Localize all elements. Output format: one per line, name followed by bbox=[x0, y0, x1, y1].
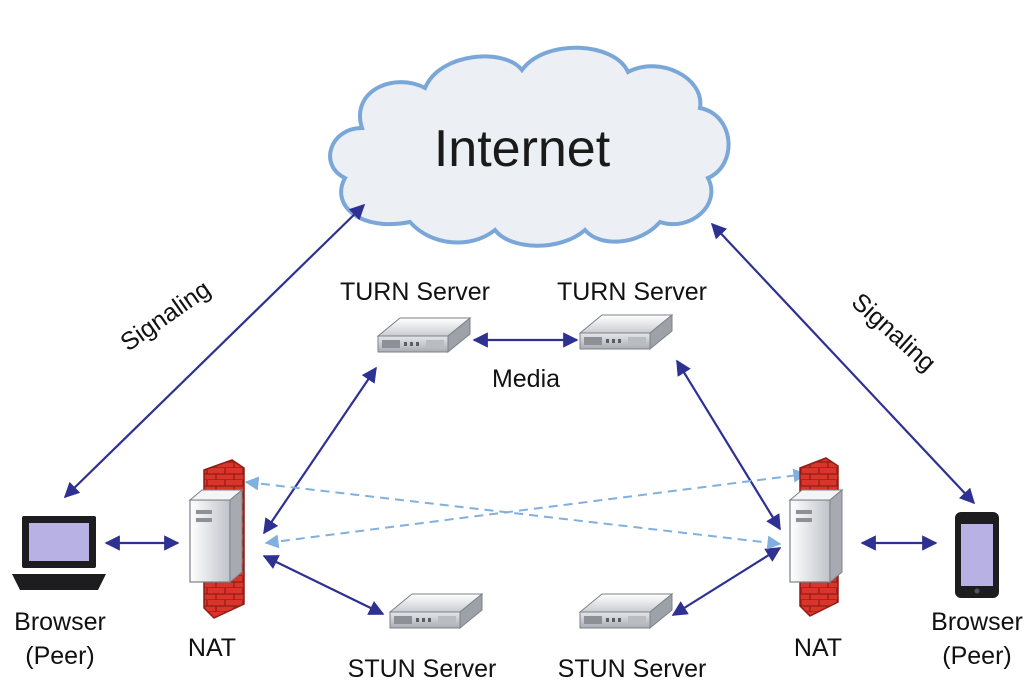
nat-left-icon bbox=[188, 459, 245, 619]
direct-path-arrow-2 bbox=[264, 468, 808, 549]
browser-left-label-line1: Browser bbox=[14, 608, 106, 636]
laptop-icon bbox=[12, 516, 106, 590]
stun-server-right-label: STUN Server bbox=[558, 655, 707, 683]
media-label: Media bbox=[492, 365, 560, 393]
phone-icon bbox=[955, 512, 999, 598]
signaling-right-label: Signaling bbox=[846, 288, 941, 378]
nat-right-to-stun-right-arrow bbox=[671, 547, 782, 616]
stun-server-left-icon bbox=[389, 593, 483, 629]
dashed-connections bbox=[244, 468, 808, 550]
nat-left-label: NAT bbox=[188, 634, 236, 662]
signaling-left-label: Signaling bbox=[115, 275, 215, 357]
turn-server-right-label: TURN Server bbox=[557, 278, 707, 306]
turn-server-left-icon bbox=[377, 317, 471, 353]
stun-server-right-icon bbox=[579, 593, 673, 629]
nat-right-to-turn-right-arrow bbox=[676, 359, 781, 531]
nat-right-label: NAT bbox=[794, 634, 842, 662]
nat-left-to-stun-left-arrow bbox=[262, 555, 385, 615]
stun-server-left-label: STUN Server bbox=[348, 655, 497, 683]
signaling-arrow-left bbox=[63, 203, 366, 499]
turn-server-right-icon bbox=[579, 314, 673, 350]
browser-right-label-line2: (Peer) bbox=[942, 642, 1011, 670]
internet-cloud: Internet bbox=[328, 45, 731, 248]
cloud-shape bbox=[328, 45, 731, 248]
cloud-label: Internet bbox=[434, 120, 611, 178]
signaling-arrow-right bbox=[710, 222, 976, 505]
turn-server-left-label: TURN Server bbox=[340, 278, 490, 306]
browser-right-label-line1: Browser bbox=[931, 608, 1023, 636]
nat-left-to-turn-left-arrow bbox=[263, 366, 377, 535]
browser-left-label-line2: (Peer) bbox=[25, 642, 94, 670]
nat-right-icon bbox=[788, 457, 844, 617]
